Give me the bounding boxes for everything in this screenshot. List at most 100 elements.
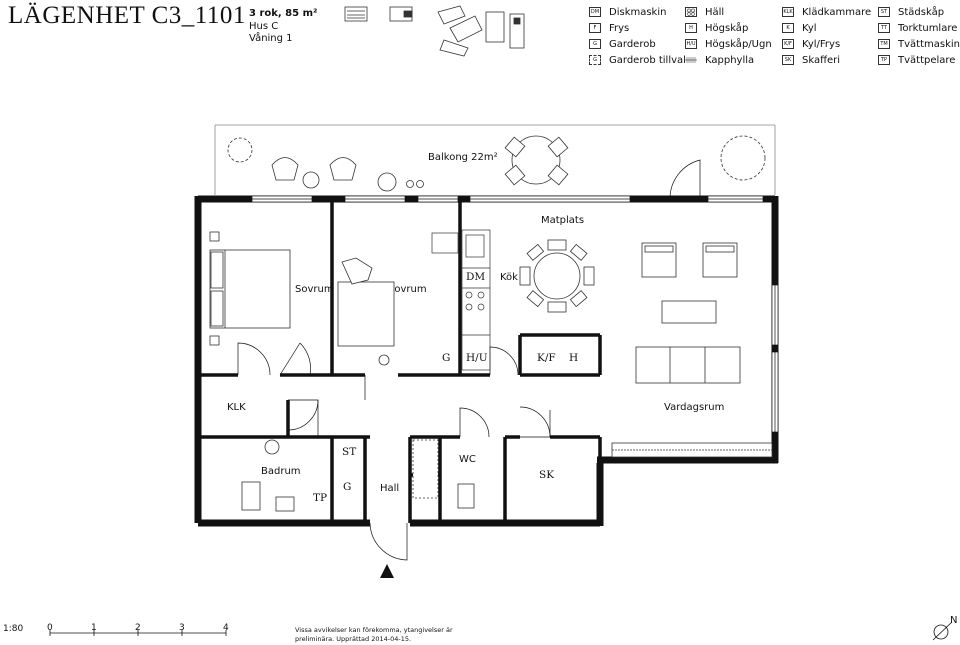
floor-label: Våning 1 — [249, 33, 293, 44]
legend-item: G Garderob — [589, 36, 686, 52]
fixture-g: G — [442, 352, 450, 364]
interior-walls — [200, 199, 602, 523]
legend-label: Kapphylla — [705, 54, 755, 66]
legend-item: H/U Högskåp/Ugn — [685, 36, 772, 52]
fixture-kf: K/F — [537, 352, 556, 364]
legend-item: KLK Klädkammare — [782, 4, 871, 20]
bed-double — [209, 231, 291, 346]
legend-item: Kapphylla — [685, 52, 772, 68]
legend-label: Garderob — [609, 38, 656, 50]
legend-item: K Kyl — [782, 20, 871, 36]
legend-item: TT Torktumlare — [878, 20, 960, 36]
legend-item: TM Tvättmaskin — [878, 36, 960, 52]
scale-tick: 4 — [223, 623, 229, 633]
room-wc: WC — [459, 454, 476, 465]
apartment-info: 3 rok, 85 m² Hus C Våning 1 — [249, 8, 317, 46]
scale-tick: 0 — [47, 623, 53, 633]
legend-code: SK — [782, 55, 794, 65]
balcony-furniture — [227, 135, 766, 192]
legend-label: Garderob tillval — [609, 54, 686, 66]
legend-col-2: Häll H Högskåp H/U Högskåp/Ugn Kapphylla — [685, 4, 772, 68]
legend-item: G Garderob tillval — [589, 52, 686, 68]
legend-label: Diskmaskin — [609, 6, 667, 18]
legend-code: ST — [878, 7, 890, 17]
room-balkong: Balkong 22m² — [428, 152, 498, 163]
fixture-codes: DM G H/U K/F H ST G TP SK — [313, 271, 578, 504]
legend-code: K/F — [782, 39, 794, 49]
legend-label: Högskåp — [705, 22, 749, 34]
legend-code: KLK — [782, 7, 794, 17]
legend-label: Klädkammare — [802, 6, 872, 18]
legend-item: SK Skafferi — [782, 52, 871, 68]
legend-label: Kyl — [802, 22, 817, 34]
legend-label: Tvättpelare — [898, 54, 956, 66]
legend-code: TT — [878, 23, 890, 33]
legend-label: Skafferi — [802, 54, 841, 66]
room-kok: Kök — [500, 272, 518, 283]
fixture-h: H — [569, 352, 578, 364]
legend-col-1: DM Diskmaskin F Frys G Garderob G Garderob t… — [589, 4, 686, 68]
scale-bar — [49, 630, 227, 636]
legend-code: G — [589, 55, 601, 65]
dining-table — [519, 239, 595, 313]
fixture-st: ST — [342, 446, 356, 458]
balcony — [214, 124, 776, 195]
legend-label: Häll — [705, 6, 725, 18]
scale-ticks: 1:80 0 1 2 3 4 — [3, 623, 229, 634]
legend-item: TP Tvättpelare — [878, 52, 960, 68]
legend-item: DM Diskmaskin — [589, 4, 686, 20]
legend-code: G — [589, 39, 601, 49]
room-sovrum-2: Sovrum — [388, 284, 427, 295]
bathroom-fixtures — [241, 439, 475, 512]
legend-label: Tvättmaskin — [898, 38, 960, 50]
north-arrow-icon — [932, 621, 953, 641]
legend-item: F Frys — [589, 20, 686, 36]
legend-label: Högskåp/Ugn — [705, 38, 772, 50]
scale-tick: 3 — [179, 623, 185, 633]
legend-label: Städskåp — [898, 6, 945, 18]
door-swings — [237, 159, 701, 561]
north-label: N — [950, 615, 957, 626]
living-furniture — [611, 242, 773, 458]
bed-single — [337, 257, 395, 366]
disclaimer-line-2: preliminära. Upprättad 2014-04-15. — [295, 635, 412, 643]
legend-item: H Högskåp — [685, 20, 772, 36]
legend-code: F — [589, 23, 601, 33]
apartment-size: 3 rok, 85 m² — [249, 8, 318, 19]
scale-tick: 1 — [91, 623, 97, 633]
scale-ratio: 1:80 — [3, 624, 23, 634]
windows — [251, 195, 779, 433]
room-klk: KLK — [227, 402, 246, 413]
legend-code: K — [782, 23, 794, 33]
room-matplats: Matplats — [541, 215, 584, 226]
fixture-g-hall: G — [343, 481, 351, 493]
fixture-sk: SK — [539, 469, 554, 481]
legend-code: H/U — [685, 39, 697, 49]
disclaimer-line-1: Vissa avvikelser kan förekomma, ytangive… — [295, 626, 453, 634]
stove-icon — [685, 7, 697, 17]
legend-col-4: ST Städskåp TT Torktumlare TM Tvättmaskin T… — [878, 4, 960, 68]
room-vardagsrum: Vardagsrum — [664, 402, 724, 413]
legend-label: Frys — [609, 22, 630, 34]
kitchen-counter — [431, 229, 491, 371]
room-badrum: Badrum — [261, 466, 301, 477]
fixture-tp: TP — [313, 492, 327, 504]
apartment-title: LÄGENHET C3_1101 — [8, 2, 246, 29]
room-hall: Hall — [380, 483, 399, 494]
fixture-dm: DM — [466, 271, 485, 283]
legend-label: Kyl/Frys — [802, 38, 841, 50]
coat-rack-icon — [685, 55, 697, 65]
legend-item: Häll — [685, 4, 772, 20]
key-plan — [344, 5, 525, 57]
legend-code: TP — [878, 55, 890, 65]
legend-code: DM — [589, 7, 601, 17]
legend-label: Torktumlare — [898, 22, 958, 34]
room-labels: Balkong 22m² Matplats Sovrum Sovrum Kök … — [227, 152, 724, 494]
legend-item: K/F Kyl/Frys — [782, 36, 871, 52]
legend-code: TM — [878, 39, 890, 49]
legend-code: H — [685, 23, 697, 33]
entrance-arrow-icon — [380, 564, 394, 578]
disclaimer: Vissa avvikelser kan förekomma, ytangive… — [295, 626, 453, 644]
scale-tick: 2 — [135, 623, 141, 633]
